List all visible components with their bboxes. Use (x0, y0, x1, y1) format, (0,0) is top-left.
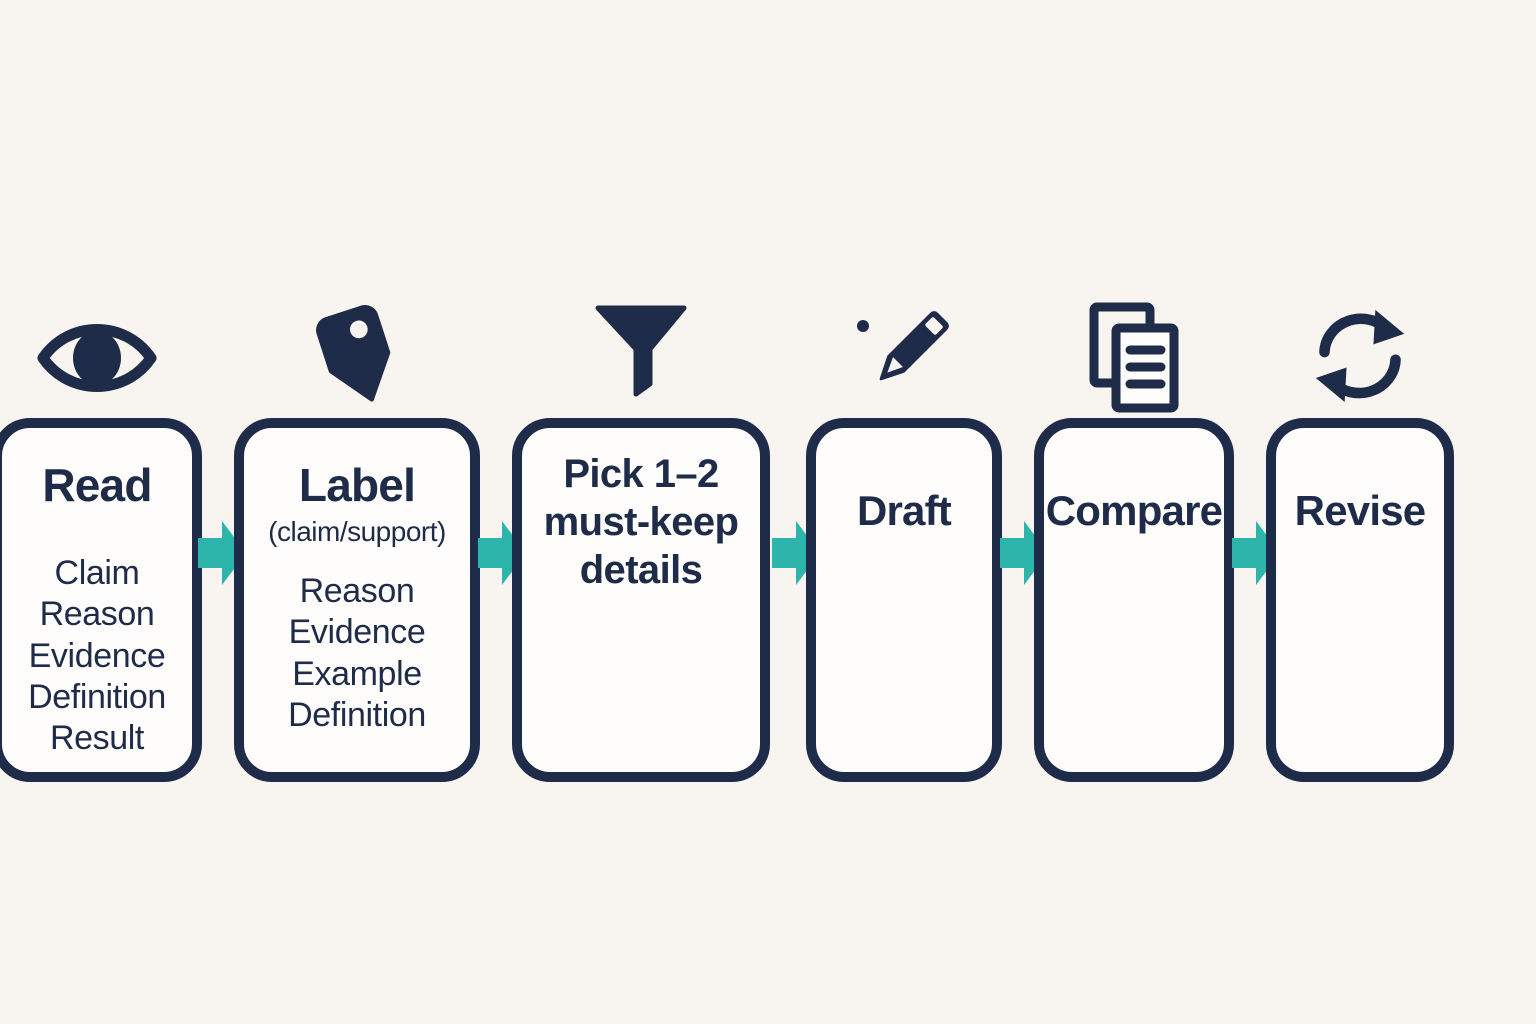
refresh-icon (1312, 302, 1408, 406)
documents-icon (1088, 302, 1180, 414)
stage-title: Revise (1294, 487, 1426, 534)
stage-revise: Revise (1266, 309, 1454, 782)
stage-title: Compare (1045, 487, 1223, 534)
list-item: Reason (39, 595, 155, 634)
list-item: Definition (28, 678, 166, 716)
funnel-icon (591, 302, 691, 398)
list-item: Definition (288, 696, 426, 734)
stage-title: Pick 1–2 must-keep details (543, 452, 739, 592)
list-item: Evidence (288, 613, 426, 652)
list-item: Example (292, 654, 422, 693)
stage-item-list: Reason Evidence Example Definition (288, 571, 426, 737)
stage-title: Read (42, 459, 152, 511)
list-item: Claim (54, 553, 140, 592)
stage-label: Label (claim/support) Reason Evidence Ex… (234, 305, 480, 782)
list-item: Reason (299, 571, 415, 610)
stage-item-list: Claim Reason Evidence Definition Result (28, 553, 166, 760)
stage-title: Label (298, 459, 416, 511)
list-item: Result (50, 719, 144, 758)
stage-read: Read Claim Reason Evidence Definition Re… (0, 324, 202, 782)
eye-icon (35, 308, 159, 408)
tag-icon (305, 300, 409, 408)
stage-title: Draft (856, 487, 952, 534)
stage-subtitle: (claim/support) (268, 515, 446, 547)
stage-compare: Compare (1034, 302, 1234, 782)
list-item: Evidence (28, 636, 166, 675)
stage-pick-details: Pick 1–2 must-keep details (512, 305, 770, 782)
pencil-icon (854, 304, 954, 400)
stage-draft: Draft (806, 311, 1002, 782)
